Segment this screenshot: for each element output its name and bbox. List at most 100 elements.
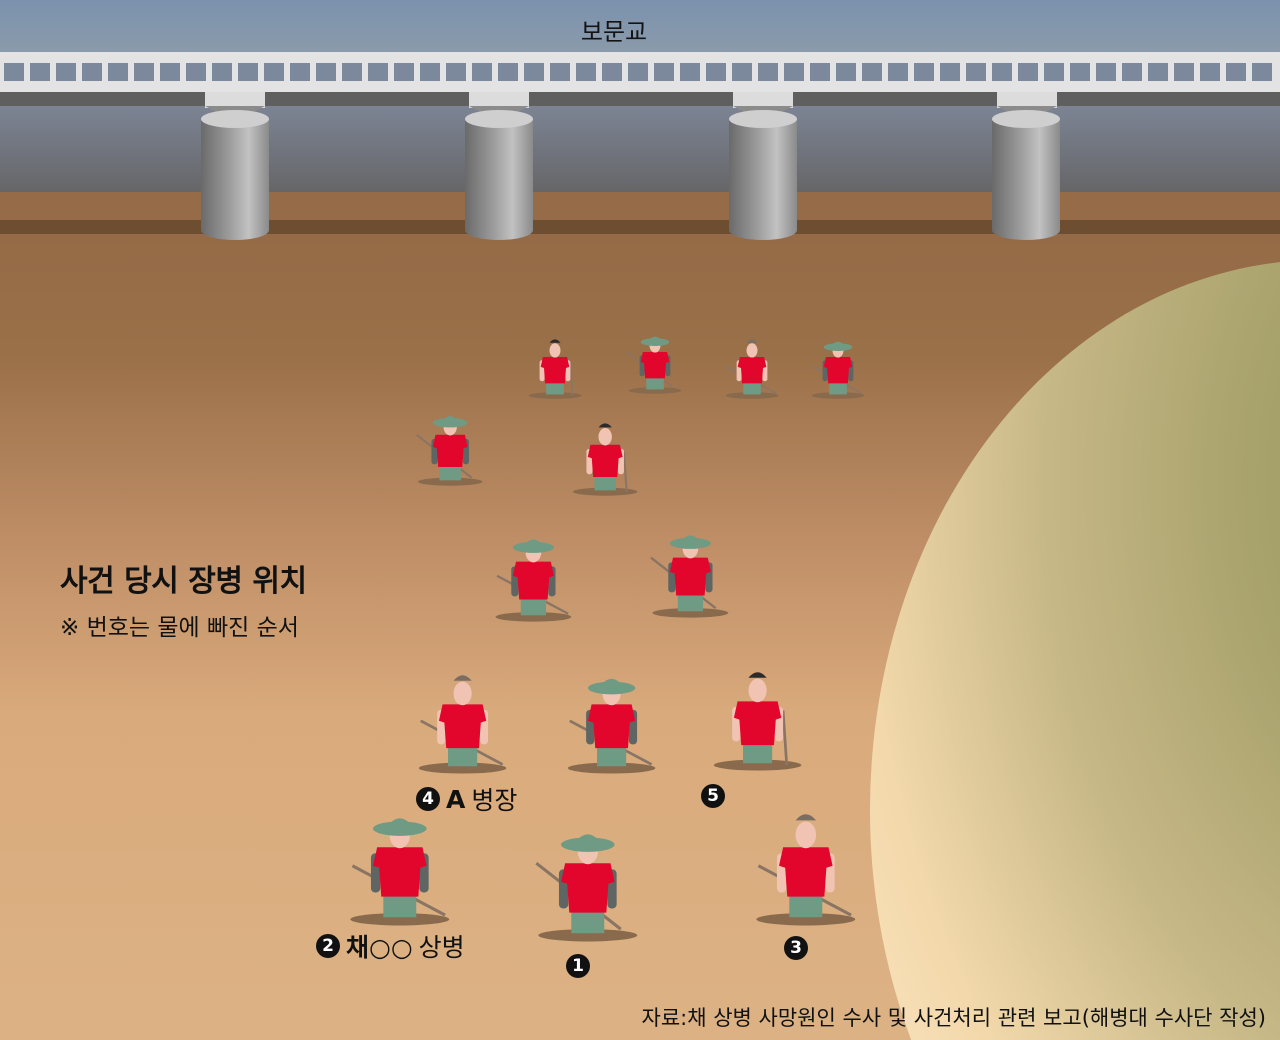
railing-window [160,63,180,81]
soldier-figure-icon [572,423,638,496]
soldier [622,330,688,400]
railing-window [1174,63,1194,81]
railing-window [576,63,596,81]
label-4-name: A [446,784,466,814]
soldier-figure-icon [419,675,507,774]
railing-window [186,63,206,81]
source-credit: 자료:채 상병 사망원인 수사 및 사건처리 관련 보고(해병대 수사단 작성) [641,1006,1267,1030]
pier-cap [733,92,793,108]
railing-window [498,63,518,81]
soldier-figure-icon [535,834,638,942]
railing-window [524,63,544,81]
railing-window [1122,63,1142,81]
railing-window [836,63,856,81]
railing-window [1200,63,1220,81]
railing-window [706,63,726,81]
soldier-figure-icon [811,341,865,399]
label-4-rank: 병장 [471,786,518,815]
pier-cap [469,92,529,108]
railing-window [810,63,830,81]
railing-window [940,63,960,81]
railing-window [394,63,414,81]
label-2-rank: 상병 [418,933,465,962]
railing-window [1148,63,1168,81]
soldier-figure-icon [528,339,582,399]
under-bridge-shadow [0,106,1280,192]
pier-column [729,112,797,240]
pier-cap [997,92,1057,108]
pier-top [992,110,1060,128]
railing-window [238,63,258,81]
railing-window [1070,63,1090,81]
soldier-order-2 [338,806,462,934]
soldier [486,530,581,629]
railing-window [472,63,492,81]
soldier-figure-icon [626,336,682,394]
soldier [410,408,490,492]
railing-window [966,63,986,81]
soldier-figure-icon [714,672,802,771]
bridge-name: 보문교 [580,18,648,46]
far-riverbank [0,192,1280,222]
railing-window [680,63,700,81]
railing-window [56,63,76,81]
sky [0,0,1280,52]
railing-window [1044,63,1064,81]
railing-window [732,63,752,81]
bridge-railing [4,63,1280,81]
railing-window [628,63,648,81]
railing-window [888,63,908,81]
railing-window [1096,63,1116,81]
railing-window [1252,63,1272,81]
label-order-1: 1 [566,954,590,978]
riverbank-edge [0,220,1280,234]
railing-window [82,63,102,81]
soldier-figure-icon [568,678,656,774]
number-3-icon: 3 [784,936,808,960]
soldier [643,526,738,625]
railing-window [758,63,778,81]
pier-top [201,110,269,128]
railing-window [784,63,804,81]
soldier [522,335,588,405]
pier-top [729,110,797,128]
diagram-note: ※ 번호는 물에 빠진 순서 [60,615,299,641]
railing-window [108,63,128,81]
soldier-order-1 [526,822,650,950]
railing-window [30,63,50,81]
soldier [557,668,666,781]
railing-window [602,63,622,81]
number-4-icon: 4 [416,787,440,811]
soldier [565,418,645,502]
railing-window [446,63,466,81]
soldier-figure-icon [350,818,450,926]
soldier [719,335,785,405]
number-1-icon: 1 [566,954,590,978]
railing-window [134,63,154,81]
railing-window [862,63,882,81]
soldier-figure-icon [649,535,728,618]
pier-top [465,110,533,128]
soldier-order-4 [408,668,517,781]
pier-column [465,112,533,240]
label-order-3: 3 [784,936,808,960]
diagram-title: 사건 당시 장병 위치 [60,564,307,599]
pier-column [201,112,269,240]
railing-window [264,63,284,81]
label-2-name: 채○○ [346,933,413,962]
railing-window [992,63,1012,81]
number-5-icon: 5 [701,784,725,808]
label-order-2: 2 채○○ 상병 [316,928,465,964]
soldier [805,335,871,405]
label-order-4: 4 A 병장 [416,781,517,817]
pier-column [992,112,1060,240]
railing-window [654,63,674,81]
railing-window [1226,63,1246,81]
soldier-figure-icon [495,539,571,622]
soldier-order-5 [703,665,812,778]
label-order-5: 5 [701,784,725,808]
railing-window [290,63,310,81]
bridge-girder [0,92,1280,106]
railing-window [420,63,440,81]
